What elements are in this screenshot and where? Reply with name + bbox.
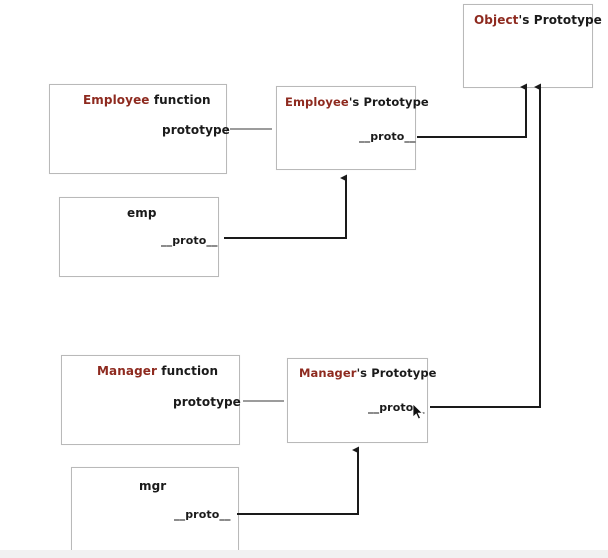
manager-function-title: Manager function (97, 364, 218, 378)
manager-proto-to-object-arrow (430, 83, 542, 408)
bottom-strip (0, 550, 608, 558)
employee-prototype-suffix: 's Prototype (348, 95, 429, 109)
manager-prototype-title: Manager's Prototype (299, 366, 437, 380)
employee-function-box: Employee function prototype (49, 84, 230, 174)
manager-function-prototype-prop: prototype (173, 395, 241, 409)
employee-proto-label: Employee (285, 95, 349, 109)
manager-prototype-suffix: 's Prototype (356, 366, 437, 380)
emp-box: emp __proto__ (59, 197, 219, 277)
employee-proto-to-object-arrow (417, 83, 528, 138)
object-prototype-title: Object's Prototype (474, 13, 602, 27)
emp-title: emp (127, 206, 157, 220)
mgr-proto-arrow (237, 446, 360, 515)
object-prototype-suffix: 's Prototype (518, 13, 602, 27)
employee-function-title: Employee function (83, 93, 211, 107)
emp-proto-prop: __proto__ (161, 234, 218, 247)
employee-prototype-box: Employee's Prototype __proto__ (276, 86, 429, 170)
employee-label: Employee (83, 93, 150, 107)
manager-label: Manager (97, 364, 158, 378)
manager-function-box: Manager function prototype (61, 355, 241, 445)
object-prototype-box: Object's Prototype (463, 4, 602, 88)
employee-function-prototype-prop: prototype (162, 123, 230, 137)
manager-proto-label: Manager (299, 366, 357, 380)
mgr-box: mgr __proto__ (71, 467, 239, 551)
employee-prototype-title: Employee's Prototype (285, 95, 429, 109)
object-label: Object (474, 13, 519, 27)
manager-prototype-box: Manager's Prototype __proto__ (287, 358, 436, 443)
employee-prototype-proto-prop: __proto__ (359, 130, 416, 143)
mgr-proto-prop: __proto__ (174, 508, 231, 521)
employee-function-suffix: function (149, 93, 211, 107)
mgr-title: mgr (139, 479, 167, 493)
manager-prototype-proto-prop: __proto__ (368, 401, 425, 414)
emp-proto-arrow (224, 174, 348, 239)
manager-function-suffix: function (157, 364, 219, 378)
